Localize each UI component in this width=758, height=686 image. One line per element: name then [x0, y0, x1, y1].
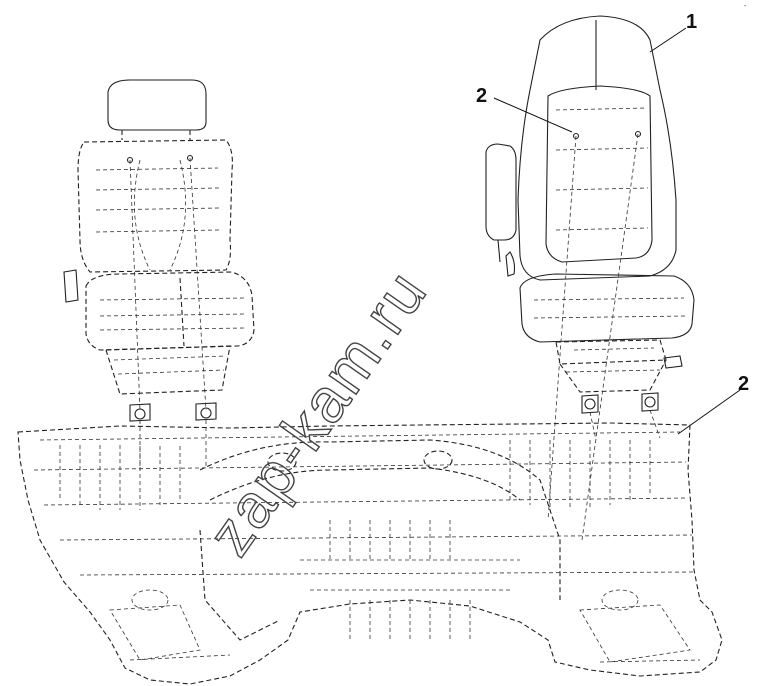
callout-label-2-floor: 2	[738, 373, 749, 395]
callout-label-2-top: 2	[476, 85, 487, 107]
passenger-seat	[63, 79, 255, 470]
watermark-text: zap-kam.ru	[195, 258, 441, 568]
callout-1: 1	[649, 11, 697, 53]
callout-2-floor: 2	[677, 373, 749, 435]
callout-2-top: 2	[476, 85, 573, 133]
driver-seat	[485, 15, 695, 541]
cab-floor	[17, 422, 723, 685]
callout-label-1: 1	[686, 11, 697, 33]
corner-mark: -	[744, 3, 747, 10]
